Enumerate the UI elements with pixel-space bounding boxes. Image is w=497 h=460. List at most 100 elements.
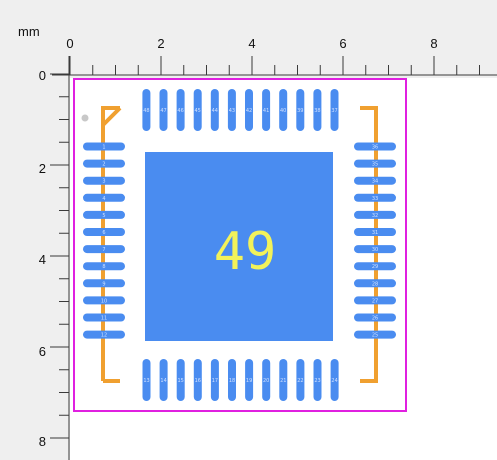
pin-number-label: 8: [102, 264, 105, 270]
silkscreen-outline: [360, 106, 378, 383]
pad-14[interactable]: [159, 359, 168, 401]
courtyard-outline: [73, 78, 407, 412]
pin-number-label: 23: [314, 378, 320, 384]
pad-10[interactable]: [83, 296, 125, 305]
pad-9[interactable]: [83, 279, 125, 288]
pin-number-label: 44: [212, 108, 218, 114]
pad-41[interactable]: [262, 89, 271, 131]
pad-47[interactable]: [159, 89, 168, 131]
y-tick-label: 0: [39, 68, 46, 83]
left-ruler: [0, 0, 70, 460]
pad-7[interactable]: [83, 245, 125, 254]
pin-number-label: 26: [372, 316, 378, 322]
exposed-pad[interactable]: [145, 152, 333, 341]
pad-30[interactable]: [354, 245, 396, 254]
y-tick-label: 4: [39, 252, 46, 267]
pad-5[interactable]: [83, 210, 125, 219]
pin-number-label: 11: [101, 316, 107, 322]
pad-24[interactable]: [330, 359, 339, 401]
pad-44[interactable]: [210, 89, 219, 131]
pin-number-label: 22: [297, 378, 303, 384]
pad-8[interactable]: [83, 262, 125, 271]
pin-number-label: 45: [195, 108, 201, 114]
pad-12[interactable]: [83, 330, 125, 339]
pad-27[interactable]: [354, 296, 396, 305]
pin-number-label: 3: [102, 179, 105, 185]
pad-21[interactable]: [279, 359, 288, 401]
pad-34[interactable]: [354, 176, 396, 185]
pad-17[interactable]: [210, 359, 219, 401]
pad-29[interactable]: [354, 262, 396, 271]
pin-number-label: 20: [263, 378, 269, 384]
pad-19[interactable]: [245, 359, 254, 401]
pad-36[interactable]: [354, 142, 396, 151]
pin-number-label: 42: [246, 108, 252, 114]
pin-number-label: 38: [314, 108, 320, 114]
pad-45[interactable]: [193, 89, 202, 131]
pad-39[interactable]: [296, 89, 305, 131]
pin-number-label: 12: [101, 333, 107, 339]
y-tick-label: 2: [39, 161, 46, 176]
pin-number-label: 16: [195, 378, 201, 384]
pad-16[interactable]: [193, 359, 202, 401]
pad-48[interactable]: [142, 89, 151, 131]
pad-23[interactable]: [313, 359, 322, 401]
pad-3[interactable]: [83, 176, 125, 185]
pin-number-label: 36: [372, 145, 378, 151]
pin-number-label: 31: [372, 230, 378, 236]
pad-2[interactable]: [83, 159, 125, 168]
pin-number-label: 7: [102, 247, 105, 253]
pad-46[interactable]: [176, 89, 185, 131]
pad-22[interactable]: [296, 359, 305, 401]
pin-number-label: 6: [102, 230, 105, 236]
pad-4[interactable]: [83, 193, 125, 202]
ruler-ticks: [50, 56, 497, 460]
pad-35[interactable]: [354, 159, 396, 168]
silkscreen-outline: [101, 106, 122, 127]
pin-number-label: 18: [229, 378, 235, 384]
pin-number-label: 40: [280, 108, 286, 114]
pad-32[interactable]: [354, 210, 396, 219]
pad-25[interactable]: [354, 330, 396, 339]
pad-6[interactable]: [83, 228, 125, 236]
pad-28[interactable]: [354, 279, 396, 288]
pin-number-label: 30: [372, 247, 378, 253]
pad-20[interactable]: [262, 359, 271, 401]
pad-1[interactable]: [83, 142, 125, 151]
pad-11[interactable]: [83, 313, 125, 322]
pin-number-label: 24: [331, 378, 337, 384]
pin-number-label: 28: [372, 281, 378, 287]
pad-15[interactable]: [176, 359, 185, 401]
pad-31[interactable]: [354, 228, 396, 236]
pin-number-label: 39: [297, 108, 303, 114]
pad-26[interactable]: [354, 313, 396, 322]
pin-number-label: 41: [263, 108, 269, 114]
pin-number-label: 35: [372, 162, 378, 168]
pin-number-label: 19: [246, 378, 252, 384]
pin-number-label: 47: [160, 108, 166, 114]
pad-42[interactable]: [245, 89, 253, 131]
y-tick-label: 8: [39, 434, 46, 449]
pin-number-label: 27: [372, 298, 378, 304]
pad-43[interactable]: [227, 89, 236, 131]
pin-number-label: 37: [331, 108, 337, 114]
top-ruler: [0, 0, 497, 78]
pin-number-label: 34: [372, 179, 378, 185]
pin-number-label: 48: [143, 108, 149, 114]
pad-33[interactable]: [354, 193, 396, 202]
pad-18[interactable]: [228, 359, 236, 401]
pin-number-label: 25: [372, 333, 378, 339]
pin-number-label: 9: [102, 281, 105, 287]
pin-number-label: 46: [177, 108, 183, 114]
pin-number-label: 43: [229, 108, 235, 114]
pin-number-label: 1: [102, 145, 105, 151]
pad-13[interactable]: [142, 359, 151, 401]
pin-number-label: 33: [372, 196, 378, 202]
pad-40[interactable]: [279, 89, 288, 131]
pad-37[interactable]: [330, 89, 339, 131]
pad-38[interactable]: [313, 89, 322, 131]
pin-number-label: 5: [102, 213, 105, 219]
pin-number-label: 21: [280, 378, 286, 384]
